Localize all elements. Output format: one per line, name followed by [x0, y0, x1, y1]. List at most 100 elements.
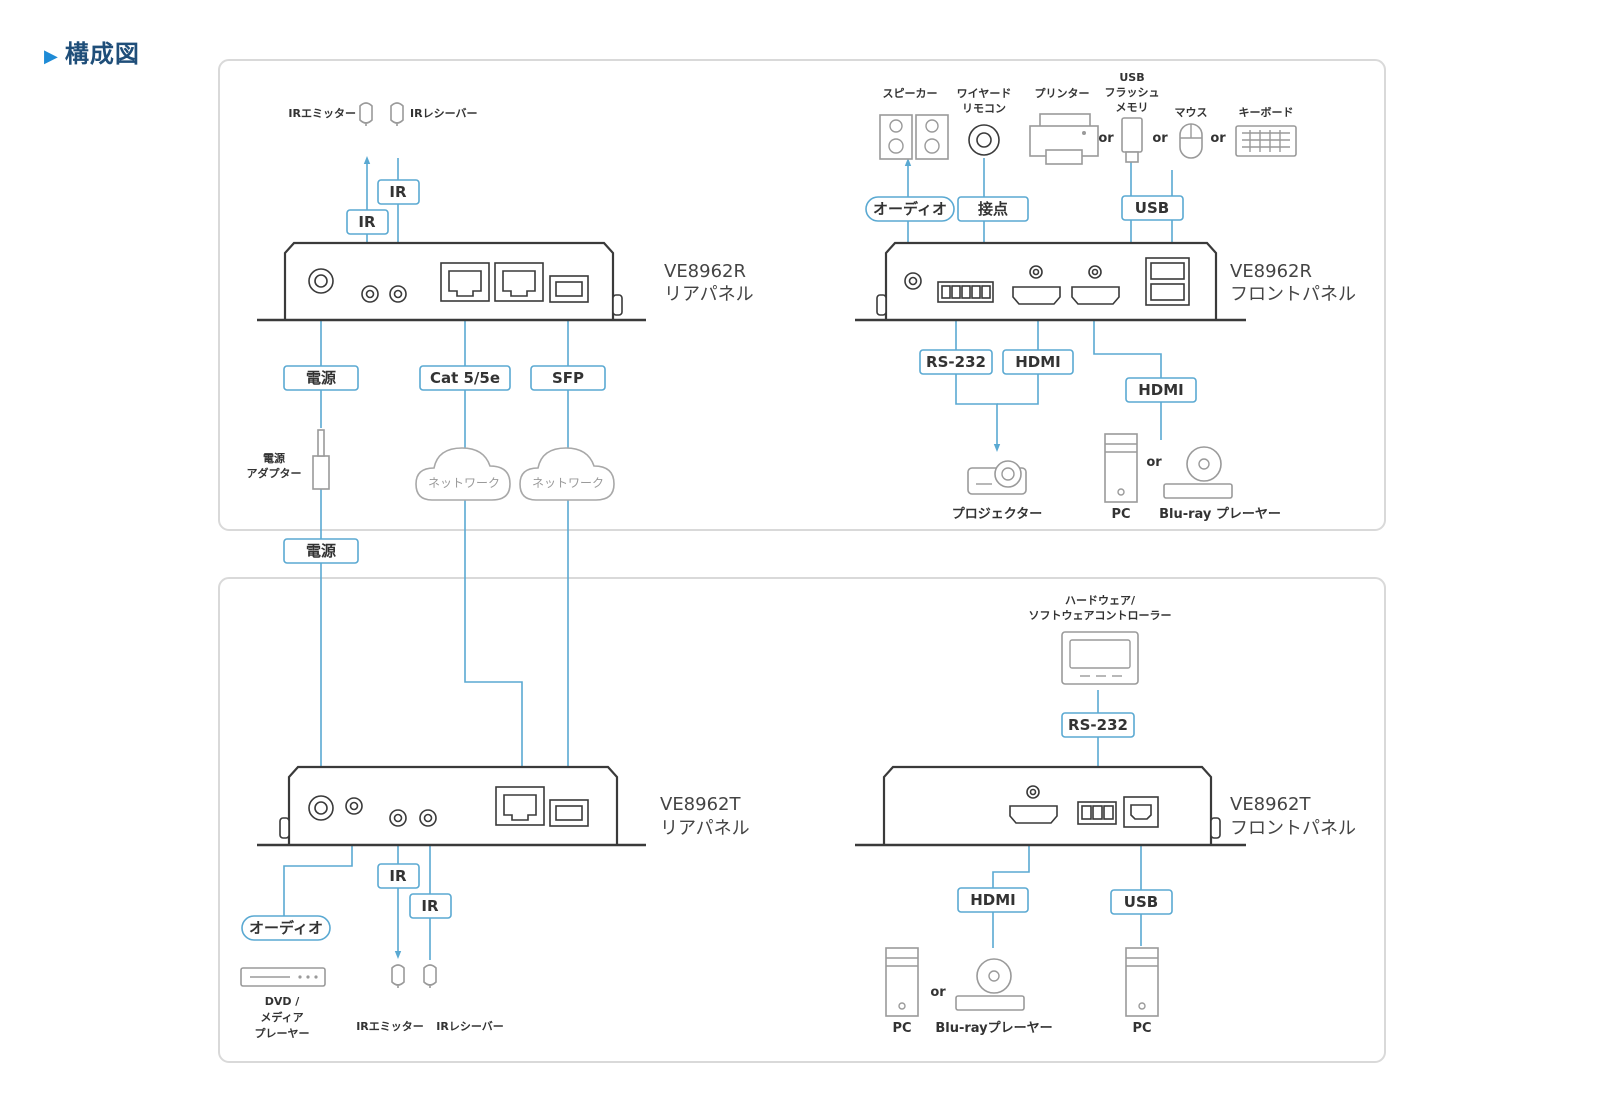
ve8962r-front-device [855, 241, 1246, 322]
svg-text:HDMI: HDMI [1138, 381, 1184, 399]
svg-text:HDMI: HDMI [970, 891, 1016, 909]
svg-text:オーディオ: オーディオ [249, 919, 323, 937]
svg-text:HDMI: HDMI [1015, 353, 1061, 371]
hdmi-label: HDMI [1002, 349, 1074, 375]
device-side: フロントパネル [1230, 818, 1356, 839]
page-title-text: 構成図 [64, 40, 140, 68]
caption: プリンター [1035, 86, 1090, 100]
caption: ハードウェア/ [1065, 594, 1136, 607]
device-side: リアパネル [664, 284, 754, 305]
ve8962t-front-device [855, 765, 1246, 847]
caption: IRレシーバー [410, 107, 477, 120]
svg-text:IR: IR [358, 213, 376, 231]
caption: ネットワーク [532, 476, 604, 490]
caption: スピーカー [883, 87, 938, 100]
ir-emitter-icon [391, 964, 405, 988]
receiver-panel [218, 59, 1386, 531]
mouse-icon [1179, 123, 1203, 159]
caption: IRエミッター [288, 107, 356, 120]
caption: IRレシーバー [436, 1020, 503, 1033]
hdmi-label: HDMI [957, 887, 1029, 913]
caption: ワイヤード [957, 87, 1012, 100]
device-model: VE8962T [1230, 794, 1311, 815]
caption: Blu-rayプレーヤー [935, 1021, 1052, 1036]
caption: プロジェクター [952, 507, 1042, 522]
caption: DVD / [265, 995, 301, 1008]
or-text: or [1146, 455, 1162, 470]
device-side: リアパネル [660, 818, 750, 839]
caption: USB [1119, 71, 1144, 84]
device-side: フロントパネル [1230, 284, 1356, 305]
caption: ネットワーク [428, 476, 500, 490]
ir-label: IR [409, 893, 452, 919]
hdmi-label: HDMI [1125, 377, 1197, 403]
cat5-label: Cat 5/5e [419, 365, 511, 391]
ir-label: IR [377, 179, 420, 205]
or-text: or [1152, 131, 1168, 146]
svg-text:IR: IR [389, 183, 407, 201]
or-text: or [930, 985, 946, 1000]
caption: Blu-ray プレーヤー [1159, 507, 1281, 522]
ve8962t-rear-device [257, 765, 646, 847]
pc-tower-icon [1104, 433, 1138, 503]
svg-text:Cat 5/5e: Cat 5/5e [430, 369, 500, 387]
caption: マウス [1175, 106, 1208, 119]
caption: PC [892, 1021, 911, 1036]
usb-label: USB [1110, 889, 1173, 915]
caption: メモリ [1116, 101, 1149, 114]
device-model: VE8962T [660, 794, 741, 815]
ir-emitter-icon [359, 102, 373, 126]
svg-text:オーディオ: オーディオ [873, 200, 947, 218]
contact-label: 接点 [957, 196, 1029, 222]
caption: プレーヤー [255, 1026, 310, 1040]
rs232-label: RS-232 [919, 349, 993, 375]
svg-text:RS-232: RS-232 [1068, 716, 1128, 734]
svg-text:USB: USB [1135, 199, 1169, 217]
caption: ソフトウェアコントローラー [1029, 609, 1172, 622]
svg-text:電源: 電源 [306, 369, 336, 387]
svg-text:IR: IR [421, 897, 439, 915]
svg-text:電源: 電源 [306, 542, 336, 560]
caption: 電源 [263, 451, 285, 465]
ir-label: IR [346, 209, 389, 235]
or-text: or [1210, 131, 1226, 146]
caption: IRエミッター [356, 1020, 424, 1033]
power-label: 電源 [283, 365, 359, 391]
page-title: ▶構成図 [44, 34, 140, 69]
device-model: VE8962R [1230, 261, 1312, 282]
hardware-software-controller-icon [1061, 631, 1139, 685]
triangle-marker-icon: ▶ [44, 46, 59, 67]
device-model: VE8962R [664, 261, 746, 282]
projector-icon [967, 460, 1027, 495]
ir-receiver-icon [390, 102, 404, 126]
pc-tower-icon [885, 947, 919, 1017]
caption: メディア [260, 1010, 303, 1024]
caption: リモコン [962, 102, 1006, 115]
ir-label: IR [377, 863, 420, 889]
audio-label: オーディオ [241, 915, 331, 941]
network-cloud-icon [415, 447, 511, 501]
keyboard-icon [1235, 125, 1297, 157]
rs232-label: RS-232 [1061, 712, 1135, 738]
power-adapter-icon [312, 429, 330, 490]
wired-remote-icon [968, 124, 1000, 156]
svg-text:RS-232: RS-232 [926, 353, 986, 371]
svg-text:USB: USB [1124, 893, 1158, 911]
sfp-label: SFP [530, 365, 606, 391]
caption: アダプター [247, 466, 302, 480]
ir-receiver-icon [423, 964, 437, 988]
or-text: or [1098, 131, 1114, 146]
svg-text:接点: 接点 [978, 200, 1008, 218]
dvd-media-player-icon [240, 967, 326, 987]
caption: PC [1132, 1021, 1151, 1036]
caption: PC [1111, 507, 1130, 522]
transmitter-panel [218, 577, 1386, 1063]
svg-text:SFP: SFP [552, 369, 584, 387]
printer-icon [1029, 113, 1099, 165]
usb-label: USB [1121, 195, 1184, 221]
caption: フラッシュ [1105, 86, 1160, 99]
power-label: 電源 [283, 538, 359, 564]
speaker-icon [879, 114, 949, 160]
audio-label: オーディオ [865, 196, 955, 222]
